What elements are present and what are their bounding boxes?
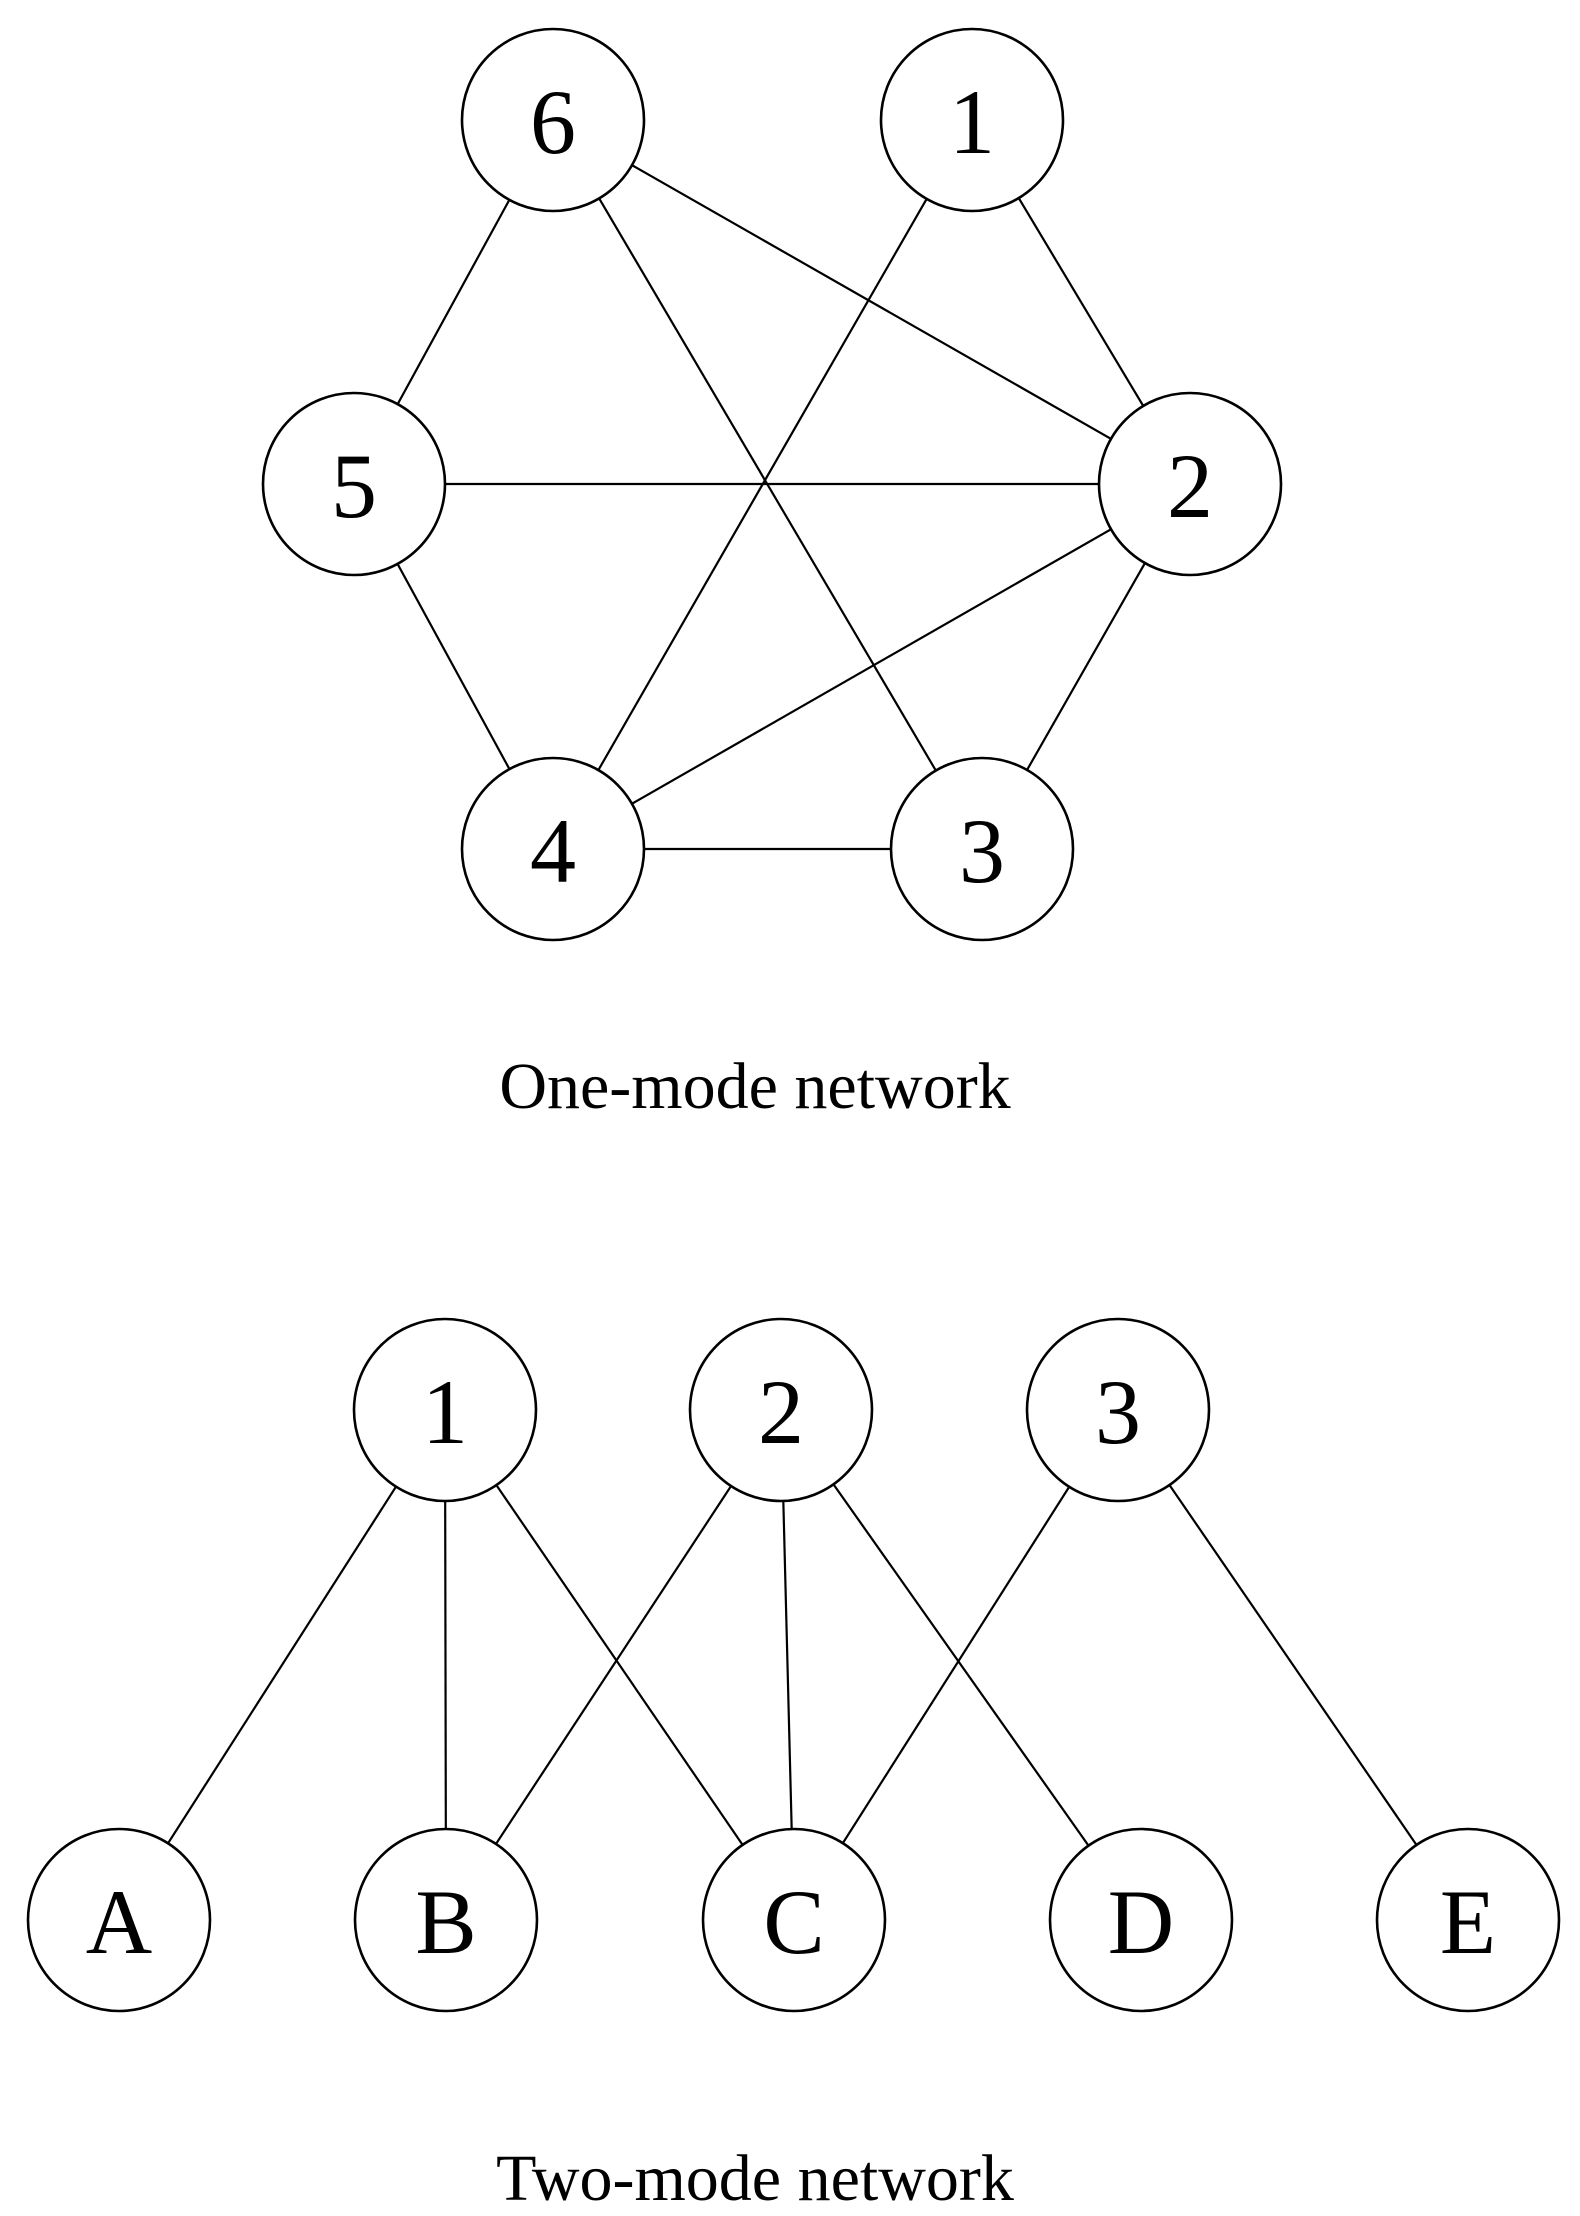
one-mode-edges bbox=[353, 119, 1191, 851]
two-mode-node-label-E: E bbox=[1440, 1871, 1496, 1973]
two-mode-node-label-1: 1 bbox=[422, 1361, 468, 1463]
two-mode-node-B: B bbox=[353, 1827, 539, 2013]
one-mode-node-label-2: 2 bbox=[1167, 435, 1213, 537]
two-mode-node-2: 2 bbox=[688, 1317, 874, 1503]
two-mode-node-label-D: D bbox=[1108, 1871, 1174, 1973]
two-mode-node-circle-A bbox=[26, 1827, 212, 2013]
one-mode-node-6: 6 bbox=[460, 27, 646, 213]
two-mode-node-1: 1 bbox=[352, 1317, 538, 1503]
one-mode-node-3: 3 bbox=[889, 756, 1075, 942]
two-mode-nodes: 1 2 3A B C D E bbox=[26, 1317, 1561, 2013]
two-mode-node-circle-3 bbox=[1025, 1317, 1211, 1503]
one-mode-edge-6-2 bbox=[552, 119, 1191, 485]
one-mode-node-label-3: 3 bbox=[959, 800, 1005, 902]
two-mode-node-circle-B bbox=[353, 1827, 539, 2013]
two-mode-node-circle-C bbox=[701, 1827, 887, 2013]
one-mode-node-label-5: 5 bbox=[331, 435, 377, 537]
one-mode-node-label-4: 4 bbox=[530, 800, 576, 902]
two-mode-edge-2-B bbox=[445, 1409, 782, 1921]
one-mode-node-circle-3 bbox=[889, 756, 1075, 942]
one-mode-node-label-1: 1 bbox=[949, 71, 995, 173]
two-mode-node-label-3: 3 bbox=[1095, 1361, 1141, 1463]
one-mode-node-circle-4 bbox=[460, 756, 646, 942]
one-mode-caption: One-mode network bbox=[499, 1050, 1010, 1123]
two-mode-node-label-C: C bbox=[763, 1871, 824, 1973]
one-mode-node-circle-1 bbox=[879, 27, 1065, 213]
two-mode-node-label-2: 2 bbox=[758, 1361, 804, 1463]
two-mode-caption: Two-mode network bbox=[496, 2142, 1014, 2215]
two-mode-node-circle-1 bbox=[352, 1317, 538, 1503]
two-mode-edge-3-E bbox=[1117, 1409, 1469, 1921]
one-mode-node-1: 1 bbox=[879, 27, 1065, 213]
one-mode-node-circle-5 bbox=[261, 391, 447, 577]
two-mode-node-A: A bbox=[26, 1827, 212, 2013]
two-mode-node-C: C bbox=[701, 1827, 887, 2013]
two-mode-node-3: 3 bbox=[1025, 1317, 1211, 1503]
two-mode-node-circle-D bbox=[1048, 1827, 1234, 2013]
two-mode-edge-3-C bbox=[793, 1409, 1119, 1921]
two-mode-node-E: E bbox=[1375, 1827, 1561, 2013]
one-mode-node-4: 4 bbox=[460, 756, 646, 942]
one-mode-node-circle-2 bbox=[1097, 391, 1283, 577]
two-mode-node-circle-E bbox=[1375, 1827, 1561, 2013]
one-mode-nodes: 6 1 5 2 4 3 bbox=[261, 27, 1283, 942]
two-mode-node-D: D bbox=[1048, 1827, 1234, 2013]
two-mode-node-label-B: B bbox=[415, 1871, 476, 1973]
one-mode-edge-2-4 bbox=[552, 483, 1191, 850]
two-mode-edge-1-A bbox=[118, 1409, 446, 1921]
one-mode-node-5: 5 bbox=[261, 391, 447, 577]
two-mode-edge-1-C bbox=[444, 1409, 795, 1921]
one-mode-node-label-6: 6 bbox=[530, 71, 576, 173]
two-mode-network: 1 2 3A B C D E Two-mode network bbox=[26, 1317, 1561, 2215]
one-mode-network: 6 1 5 2 4 3 One-mode network bbox=[261, 27, 1283, 1123]
one-mode-node-circle-6 bbox=[460, 27, 646, 213]
two-mode-edge-2-D bbox=[780, 1409, 1142, 1921]
two-mode-node-label-A: A bbox=[86, 1871, 152, 1973]
two-mode-node-circle-2 bbox=[688, 1317, 874, 1503]
one-mode-node-2: 2 bbox=[1097, 391, 1283, 577]
